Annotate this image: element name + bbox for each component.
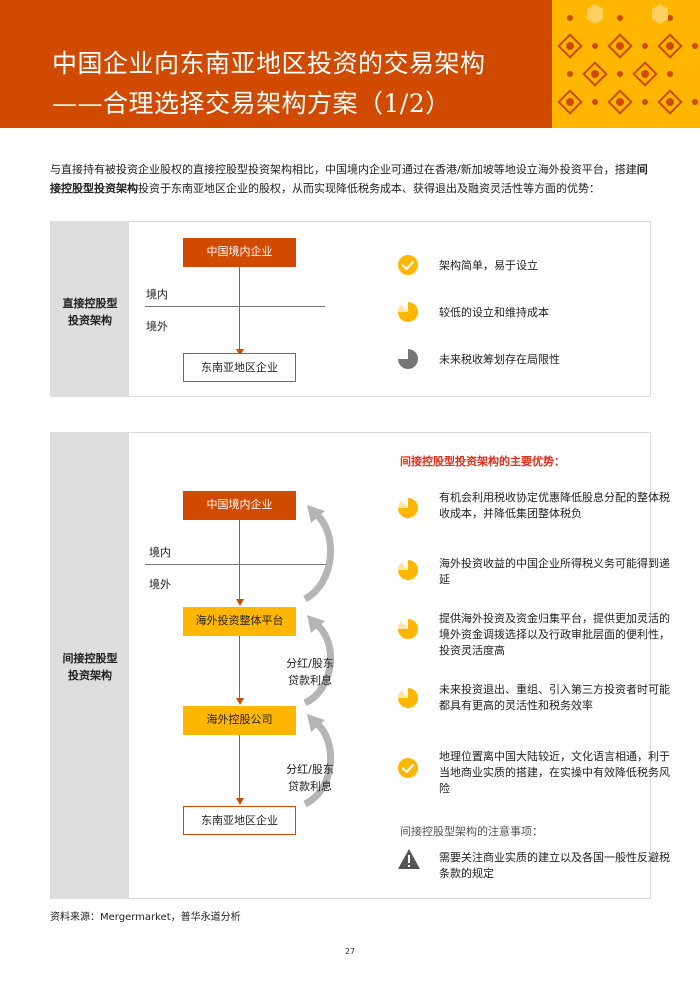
advantage-1: 有机会利用税收协定优惠降低股息分配的整体税收成本，并降低集团整体税负 [439, 490, 679, 522]
arrow-head-3 [236, 798, 244, 805]
arrow-head-1 [236, 599, 244, 606]
check-icon [397, 254, 419, 276]
ownership-arrow-line [239, 267, 240, 350]
advantage-5: 地理位置离中国大陆较近，文化语言相通，利于当地商业实质的搭建，在实操中有效降低税… [439, 749, 679, 797]
intro-text-1: 与直接持有被投资企业股权的直接控股型投资架构相比，中国境内企业可通过在香港/新加… [50, 163, 637, 176]
flow-label-1-line-2: 贷款利息 [277, 672, 343, 689]
overseas-platform-box: 海外投资整体平台 [183, 607, 296, 636]
half-pie-grey-icon [397, 348, 419, 370]
check-icon [397, 757, 419, 779]
half-pie-icon [397, 301, 419, 323]
arrow-head-2 [236, 698, 244, 705]
advantage-3: 提供海外投资及资金归集平台，提供更加灵活的境外资金调拨选择以及行政审批层面的便利… [439, 611, 679, 659]
indirect-structure-panel: 间接控股型 投资架构 中国境内企业 海外投资整体平台 海外控股公司 东南亚地区企… [50, 432, 651, 899]
pattern-graphic [552, 0, 700, 128]
sea-company-box: 东南亚地区企业 [183, 806, 296, 835]
warning-icon [397, 848, 421, 870]
direct-side-label: 直接控股型 投资架构 [51, 295, 129, 329]
flow-label-2-line-2: 贷款利息 [277, 778, 343, 795]
direct-point-2: 较低的设立和维持成本 [439, 305, 679, 321]
flow-label-1: 分红/股东 贷款利息 [277, 655, 343, 689]
side-label-line-1: 间接控股型 [51, 650, 129, 667]
caution-heading: 间接控股型架构的注意事项： [400, 823, 543, 839]
half-pie-icon [397, 559, 419, 581]
domestic-company-box: 中国境内企业 [183, 491, 296, 520]
side-label-line-2: 投资架构 [51, 667, 129, 684]
overseas-holding-box: 海外控股公司 [183, 706, 296, 735]
decorative-pattern [552, 0, 700, 128]
overseas-label: 境外 [146, 318, 168, 334]
direct-point-3: 未来税收筹划存在局限性 [439, 352, 679, 368]
direct-structure-panel: 直接控股型 投资架构 中国境内企业 东南亚地区企业 境内 境外 架构简单，易于设… [50, 221, 651, 397]
half-pie-icon [397, 687, 419, 709]
border-divider [145, 306, 325, 307]
domestic-label: 境内 [146, 286, 168, 302]
domestic-company-box: 中国境内企业 [183, 238, 296, 267]
side-label-line-1: 直接控股型 [51, 295, 129, 312]
indirect-side-label: 间接控股型 投资架构 [51, 650, 129, 684]
overseas-label: 境外 [149, 576, 171, 592]
half-pie-icon [397, 497, 419, 519]
page-number: 27 [0, 947, 700, 956]
advantage-4: 未来投资退出、重组、引入第三方投资者时可能都具有更高的灵活性和税务效率 [439, 682, 679, 714]
intro-paragraph: 与直接持有被投资企业股权的直接控股型投资架构相比，中国境内企业可通过在香港/新加… [50, 160, 652, 198]
arrow-line-3 [239, 735, 240, 799]
arrow-line-2 [239, 636, 240, 699]
return-flow-arrow-1 [301, 503, 351, 603]
sea-company-box: 东南亚地区企业 [183, 353, 296, 382]
source-note: 资料来源：Mergermarket，普华永道分析 [50, 908, 241, 923]
flow-label-1-line-1: 分红/股东 [277, 655, 343, 672]
side-label-line-2: 投资架构 [51, 312, 129, 329]
half-pie-icon [397, 618, 419, 640]
title-line-2: ——合理选择交易架构方案（1/2） [52, 84, 542, 124]
intro-text-2: 投资于东南亚地区企业的股权，从而实现降低税务成本、获得退出及融资灵活性等方面的优… [138, 182, 600, 195]
page-title: 中国企业向东南亚地区投资的交易架构 ——合理选择交易架构方案（1/2） [52, 44, 542, 124]
flow-label-2: 分红/股东 贷款利息 [277, 761, 343, 795]
direct-point-1: 架构简单，易于设立 [439, 258, 679, 274]
caution-text: 需要关注商业实质的建立以及各国一般性反避税条款的规定 [439, 850, 679, 882]
arrow-line-1 [239, 520, 240, 600]
header-banner: 中国企业向东南亚地区投资的交易架构 ——合理选择交易架构方案（1/2） [0, 0, 700, 128]
domestic-label: 境内 [149, 544, 171, 560]
advantages-heading: 间接控股型投资架构的主要优势： [400, 453, 565, 469]
advantage-2: 海外投资收益的中国企业所得税义务可能得到递延 [439, 556, 679, 588]
flow-label-2-line-1: 分红/股东 [277, 761, 343, 778]
title-line-1: 中国企业向东南亚地区投资的交易架构 [52, 44, 542, 84]
